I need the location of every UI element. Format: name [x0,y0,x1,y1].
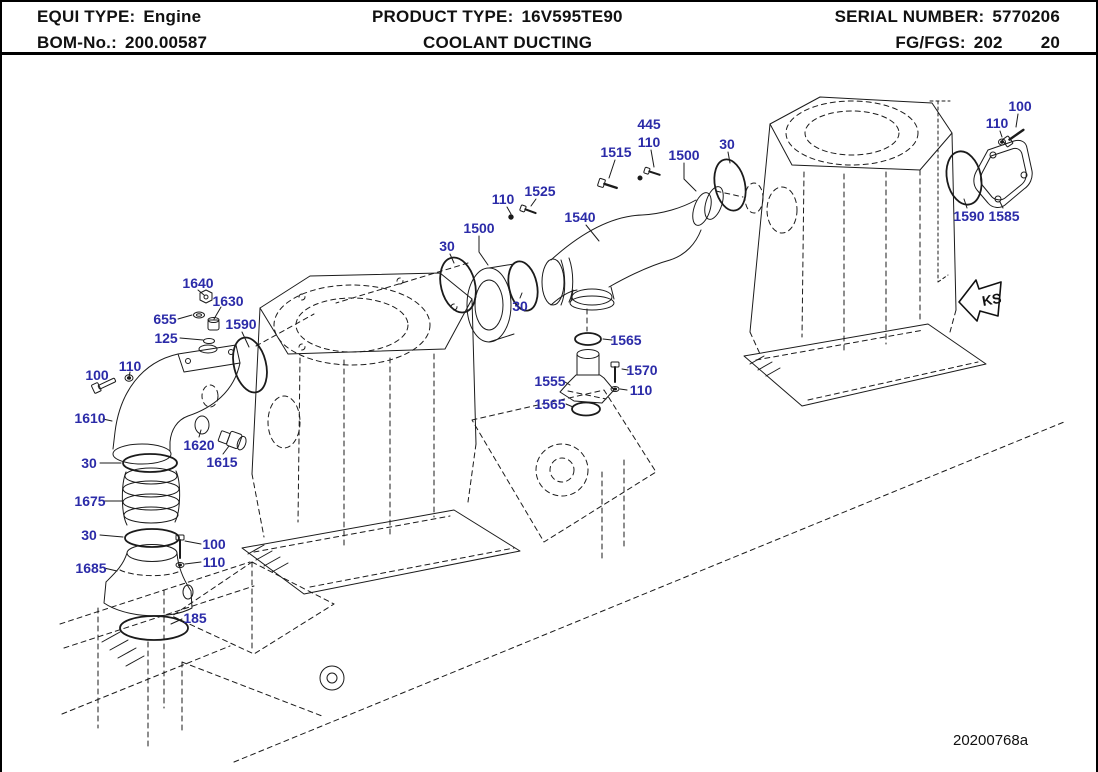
callout-1640[interactable]: 1640 [182,275,214,291]
fg-value: 202 [973,33,1003,52]
fg-label: FG/FGS: [895,33,966,52]
equi-type-value: Engine [143,7,202,26]
callout-100[interactable]: 100 [202,536,226,552]
leader-lines [100,114,1018,624]
bom-value: 200.00587 [124,33,208,52]
callout-1500[interactable]: 1500 [463,220,495,236]
serial-number-label: SERIAL NUMBER: [834,7,985,26]
callout-1565[interactable]: 1565 [534,396,566,412]
thermostat-outlet [560,309,619,416]
callout-1555[interactable]: 1555 [534,373,566,389]
header-divider [2,52,1096,55]
callout-1590[interactable]: 1590 [953,208,985,224]
product-type-label: PRODUCT TYPE: [372,7,514,26]
equi-type: EQUI TYPE: Engine [37,7,201,27]
crankcase [60,390,1064,762]
callout-1540[interactable]: 1540 [564,209,596,225]
callout-30[interactable]: 30 [719,136,735,152]
bom-number: BOM-No.: 200.00587 [37,33,207,53]
fg-fgs: FG/FGS: 202 20 [895,33,1060,53]
cover-assembly-right [930,101,1032,282]
callout-110[interactable]: 110 [202,554,226,570]
bolt-icon [91,375,117,393]
callout-185[interactable]: 185 [183,610,207,626]
callout-110[interactable]: 110 [629,382,653,398]
callout-1515[interactable]: 1515 [600,144,632,160]
serial-number: SERIAL NUMBER: 5770206 [835,7,1060,27]
coupling-and-pipe [435,156,750,342]
screw-icon [644,167,661,178]
screw-icon [520,205,537,216]
fg-page: 20 [1040,33,1060,52]
callout-1500[interactable]: 1500 [668,147,700,163]
callout-110[interactable]: 110 [985,115,1009,131]
callout-1585[interactable]: 1585 [988,208,1020,224]
product-type-value: 16V595TE90 [521,7,623,26]
serial-number-value: 5770206 [992,7,1060,26]
page-title: COOLANT DUCTING [423,33,593,52]
callout-110[interactable]: 110 [491,191,515,207]
callout-1630[interactable]: 1630 [212,293,244,309]
callout-110[interactable]: 110 [637,134,661,150]
callout-1675[interactable]: 1675 [74,493,106,509]
callout-30[interactable]: 30 [512,298,528,314]
callout-1615[interactable]: 1615 [206,454,238,470]
callout-1620[interactable]: 1620 [183,437,215,453]
coolant-elbow-assembly-left [91,290,272,640]
callout-100[interactable]: 100 [85,367,109,383]
callout-445[interactable]: 445 [637,116,661,132]
callout-30[interactable]: 30 [81,455,97,471]
callout-30[interactable]: 30 [81,527,97,543]
ks-marker: KS [959,280,1003,321]
callout-125[interactable]: 125 [154,330,178,346]
callout-1610[interactable]: 1610 [74,410,106,426]
callout-100[interactable]: 100 [1008,98,1032,114]
screw-icon [597,178,618,191]
bom-label: BOM-No.: [37,33,117,52]
equi-type-label: EQUI TYPE: [37,7,136,26]
callout-1525[interactable]: 1525 [524,183,556,199]
callout-1565[interactable]: 1565 [610,332,642,348]
axis-lines [256,191,743,346]
ks-label: KS [981,290,1003,309]
product-type: PRODUCT TYPE: 16V595TE90 [372,7,623,27]
drawing-number: 20200768a [953,732,1029,749]
callout-110[interactable]: 110 [118,358,142,374]
callout-655[interactable]: 655 [153,311,177,327]
nut-icon [200,290,212,303]
engine-block-right [744,97,986,406]
callout-1685[interactable]: 1685 [75,560,107,576]
callout-30[interactable]: 30 [439,238,455,254]
callout-1590[interactable]: 1590 [225,316,257,332]
callout-1570[interactable]: 1570 [626,362,658,378]
